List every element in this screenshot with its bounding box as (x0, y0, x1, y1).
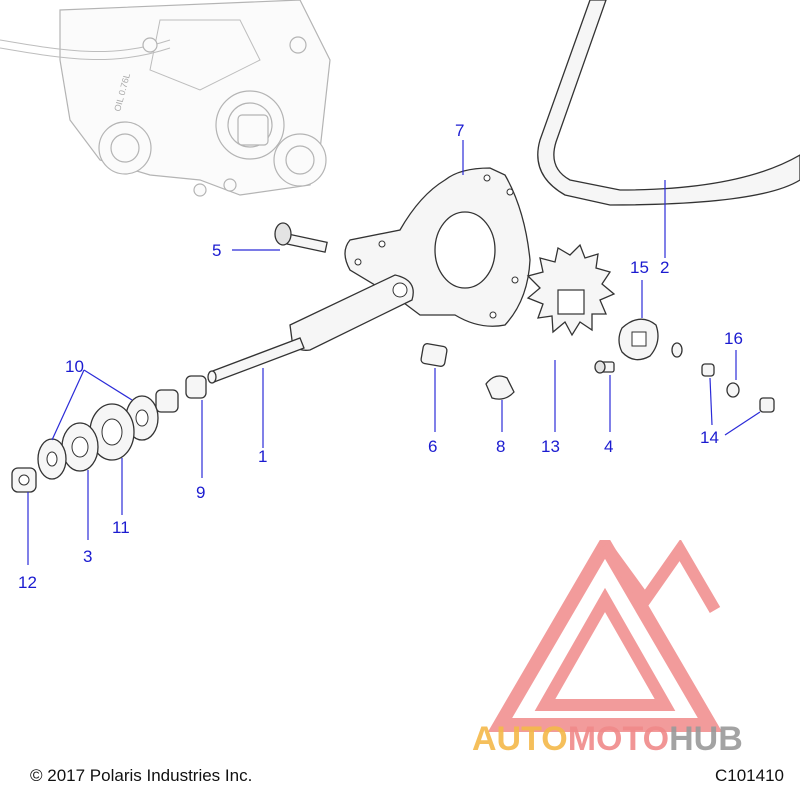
callout-6: 6 (428, 437, 437, 456)
callout-8: 8 (496, 437, 505, 456)
tensioner-arm (289, 274, 414, 351)
callout-4: 4 (604, 437, 613, 456)
callout-13: 13 (541, 437, 560, 456)
triangle-logo-icon (487, 540, 723, 732)
nut-12 (11, 467, 37, 493)
tensioner-shaft (207, 337, 305, 384)
washer-16 (726, 382, 740, 398)
engine-housing: OIL 0.76L (0, 0, 331, 197)
bearing-11 (89, 403, 135, 461)
callout-14: 14 (700, 428, 719, 447)
leader-lines (27, 140, 761, 565)
callout-3: 3 (83, 547, 92, 566)
bolt-14-upper (701, 363, 715, 377)
diagram-id: C101410 (714, 766, 784, 785)
svg-text:AUTOMOTOHUB: AUTOMOTOHUB (472, 720, 743, 758)
callout-11: 11 (112, 518, 130, 537)
washer-10-lower (37, 438, 67, 480)
callout-5: 5 (212, 241, 221, 260)
callout-7: 7 (455, 121, 464, 140)
watermark-moto: MOTO (568, 720, 669, 758)
sprocket (526, 243, 616, 337)
callout-10: 10 (65, 357, 84, 376)
nut-9 (185, 375, 207, 399)
spacer-6 (420, 343, 448, 367)
small-washer (671, 342, 683, 358)
callout-9: 9 (196, 483, 205, 502)
callout-labels: 1 2 3 4 5 6 7 8 9 10 11 12 13 14 15 16 (18, 121, 743, 592)
nut-small (155, 389, 179, 413)
bolt-5 (274, 222, 328, 253)
bushing-8 (485, 375, 515, 400)
callout-2: 2 (660, 258, 669, 277)
lock-plate (618, 318, 659, 361)
callout-1: 1 (258, 447, 267, 466)
callout-12: 12 (18, 573, 37, 592)
bolt-4 (594, 360, 615, 374)
watermark-auto: AUTO (472, 720, 568, 758)
callout-16: 16 (724, 329, 743, 348)
watermark-hub: HUB (669, 720, 743, 758)
drive-belt (537, 0, 800, 206)
copyright-notice: © 2017 Polaris Industries Inc. (30, 766, 253, 785)
bearing-3 (61, 422, 99, 472)
bolt-14-lower (759, 397, 775, 413)
automotohub-watermark-logo: AUTOMOTOHUB (472, 540, 743, 758)
callout-15: 15 (630, 258, 649, 277)
